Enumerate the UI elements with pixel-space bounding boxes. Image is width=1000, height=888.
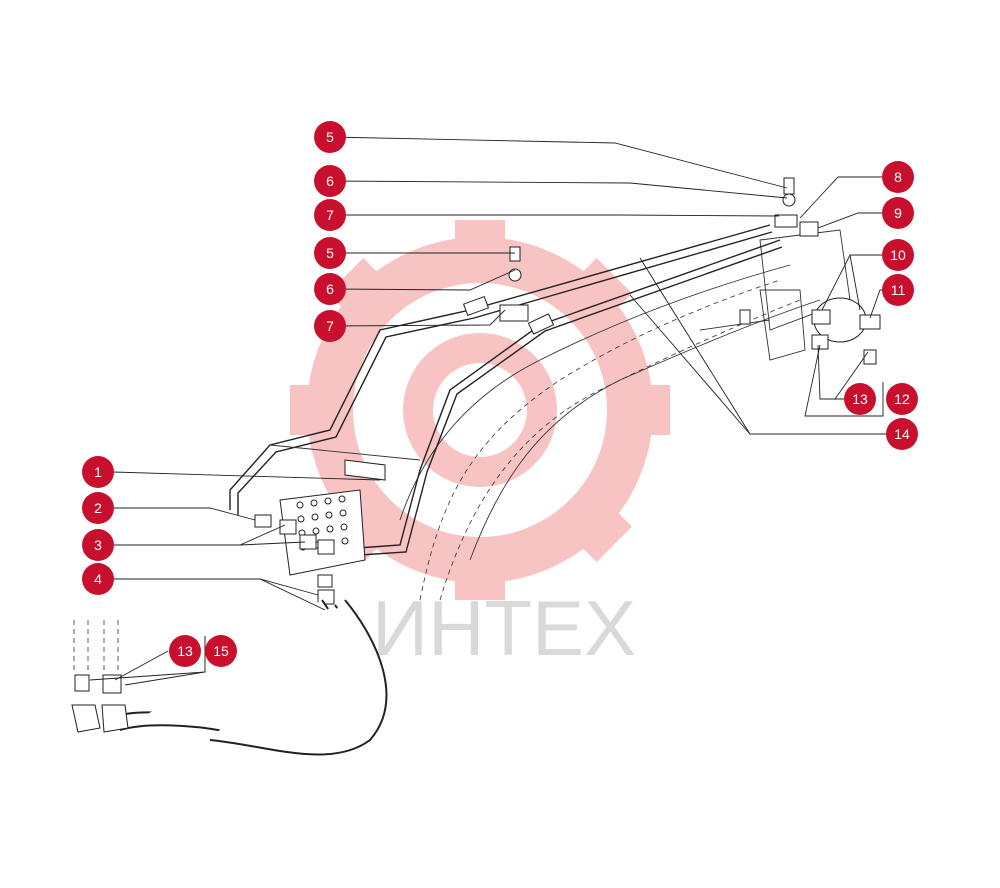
valve-hole bbox=[341, 537, 349, 545]
svg-text:14: 14 bbox=[894, 426, 910, 442]
callout-7-top: 7 bbox=[314, 199, 346, 231]
valve-hole bbox=[326, 525, 334, 533]
valve-hole bbox=[296, 501, 304, 509]
svg-text:3: 3 bbox=[94, 537, 102, 553]
svg-text:5: 5 bbox=[326, 129, 334, 145]
valve-hole bbox=[324, 497, 332, 505]
callout-2: 2 bbox=[82, 492, 114, 524]
svg-text:11: 11 bbox=[891, 282, 906, 298]
valve-hole bbox=[340, 523, 348, 531]
svg-text:7: 7 bbox=[326, 207, 334, 223]
watermark-gear-logo bbox=[290, 220, 670, 600]
svg-text:12: 12 bbox=[894, 391, 910, 407]
valve-hole bbox=[325, 511, 333, 519]
valve-hole bbox=[338, 495, 346, 503]
svg-text:15: 15 bbox=[213, 643, 229, 659]
svg-text:13: 13 bbox=[852, 391, 868, 407]
svg-text:13: 13 bbox=[177, 643, 193, 659]
right-end-assembly bbox=[739, 297, 881, 365]
callout-13-left: 13 bbox=[169, 635, 201, 667]
svg-text:10: 10 bbox=[890, 247, 906, 263]
svg-text:9: 9 bbox=[894, 205, 902, 221]
callout-3: 3 bbox=[82, 529, 114, 561]
valve-hole bbox=[312, 527, 320, 535]
svg-text:1: 1 bbox=[94, 464, 102, 480]
svg-text:6: 6 bbox=[326, 281, 334, 297]
callout-8: 8 bbox=[882, 161, 914, 193]
steel-pipes bbox=[229, 224, 783, 558]
callout-13-right: 13 bbox=[844, 383, 876, 415]
callout-10: 10 bbox=[882, 239, 914, 271]
svg-text:4: 4 bbox=[94, 571, 102, 587]
svg-text:5: 5 bbox=[326, 245, 334, 261]
callout-12: 12 bbox=[886, 383, 918, 415]
pipe-fittings bbox=[254, 177, 819, 605]
callout-5-top: 5 bbox=[314, 121, 346, 153]
svg-text:7: 7 bbox=[326, 318, 334, 334]
valve-hole bbox=[310, 499, 318, 507]
callout-5-mid: 5 bbox=[314, 237, 346, 269]
callout-6-top: 6 bbox=[314, 165, 346, 197]
svg-text:2: 2 bbox=[94, 500, 102, 516]
callout-9: 9 bbox=[882, 197, 914, 229]
callout-15: 15 bbox=[205, 635, 237, 667]
callouts: 5 6 7 5 6 7 8 9 10 11 12 13 14 1 2 3 4 1… bbox=[82, 121, 918, 667]
valve-hole bbox=[311, 513, 319, 521]
callout-1: 1 bbox=[82, 456, 114, 488]
callout-11: 11 bbox=[882, 274, 914, 306]
valve-hole bbox=[339, 509, 347, 517]
valve-hole bbox=[297, 515, 305, 523]
callout-14: 14 bbox=[886, 418, 918, 450]
callout-6-mid: 6 bbox=[314, 273, 346, 305]
watermark-text: ИНТЕХ bbox=[372, 584, 636, 672]
callout-4: 4 bbox=[82, 563, 114, 595]
callout-7-mid: 7 bbox=[314, 310, 346, 342]
svg-text:6: 6 bbox=[326, 173, 334, 189]
svg-text:8: 8 bbox=[894, 169, 902, 185]
flexible-hoses bbox=[71, 599, 388, 756]
